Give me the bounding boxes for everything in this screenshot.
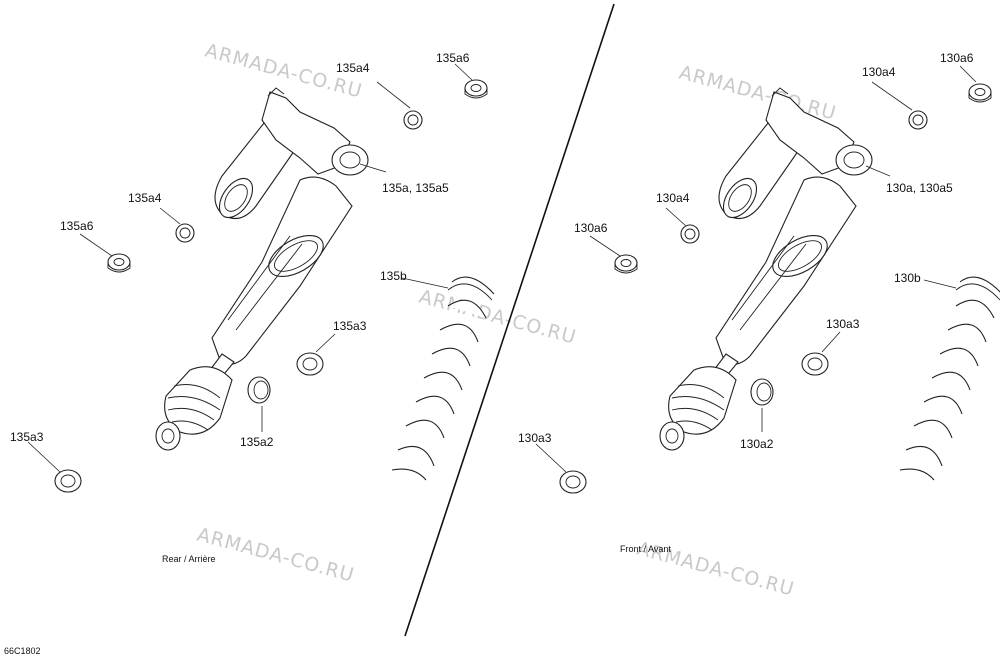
diagram-code: 66C1802 [4,646,41,656]
front-label-bearing-left: 130a3 [518,431,552,445]
front-label-spring: 130b [894,271,921,285]
rear-label-mount-bolt: 135a, 135a5 [382,181,449,195]
rear-left-nut [107,253,131,273]
front-left-washer [680,224,700,244]
rear-caption: Rear / Arrière [162,554,216,564]
rear-label-bearing-left: 135a3 [10,430,44,444]
front-view: 130a4 130a6 130a, 130a5 130a4 130a6 130b… [518,51,1000,554]
front-label-upper-washer: 130a4 [862,65,896,79]
front-upper-nut [968,83,992,103]
front-upper-washer [908,110,928,130]
front-left-nut [614,254,638,274]
front-label-left-nut: 130a6 [574,221,608,235]
front-label-bearing-right: 130a3 [826,317,860,331]
front-bearing-left [559,470,587,494]
front-label-spacer: 130a2 [740,437,774,451]
rear-label-left-nut: 135a6 [60,219,94,233]
rear-upper-nut [464,79,488,99]
rear-view: 135a4 135a6 135a, 135a5 135a4 135a6 135b… [10,51,495,564]
front-caption: Front / Avant [620,544,671,554]
rear-label-bearing-right: 135a3 [333,319,367,333]
rear-bearing-left [54,469,82,493]
front-label-left-washer: 130a4 [656,191,690,205]
rear-label-left-washer: 135a4 [128,191,162,205]
rear-spacer [247,376,271,404]
front-spacer [750,378,774,406]
front-label-upper-nut: 130a6 [940,51,974,65]
rear-label-upper-washer: 135a4 [336,61,370,75]
rear-bearing-right [296,352,324,376]
watermark-3: ARMADA-CO.RU [417,286,579,349]
divider-line [404,3,615,637]
watermark-4: ARMADA-CO.RU [195,524,357,587]
front-label-mount-bolt: 130a, 130a5 [886,181,953,195]
rear-label-upper-nut: 135a6 [436,51,470,65]
front-spring [899,276,1000,481]
rear-left-washer [175,223,195,243]
watermark-2: ARMADA-CO.RU [677,62,839,125]
rear-label-spacer: 135a2 [240,435,274,449]
rear-label-spring: 135b [380,269,407,283]
rear-upper-washer [403,110,423,130]
front-bearing-right [801,352,829,376]
